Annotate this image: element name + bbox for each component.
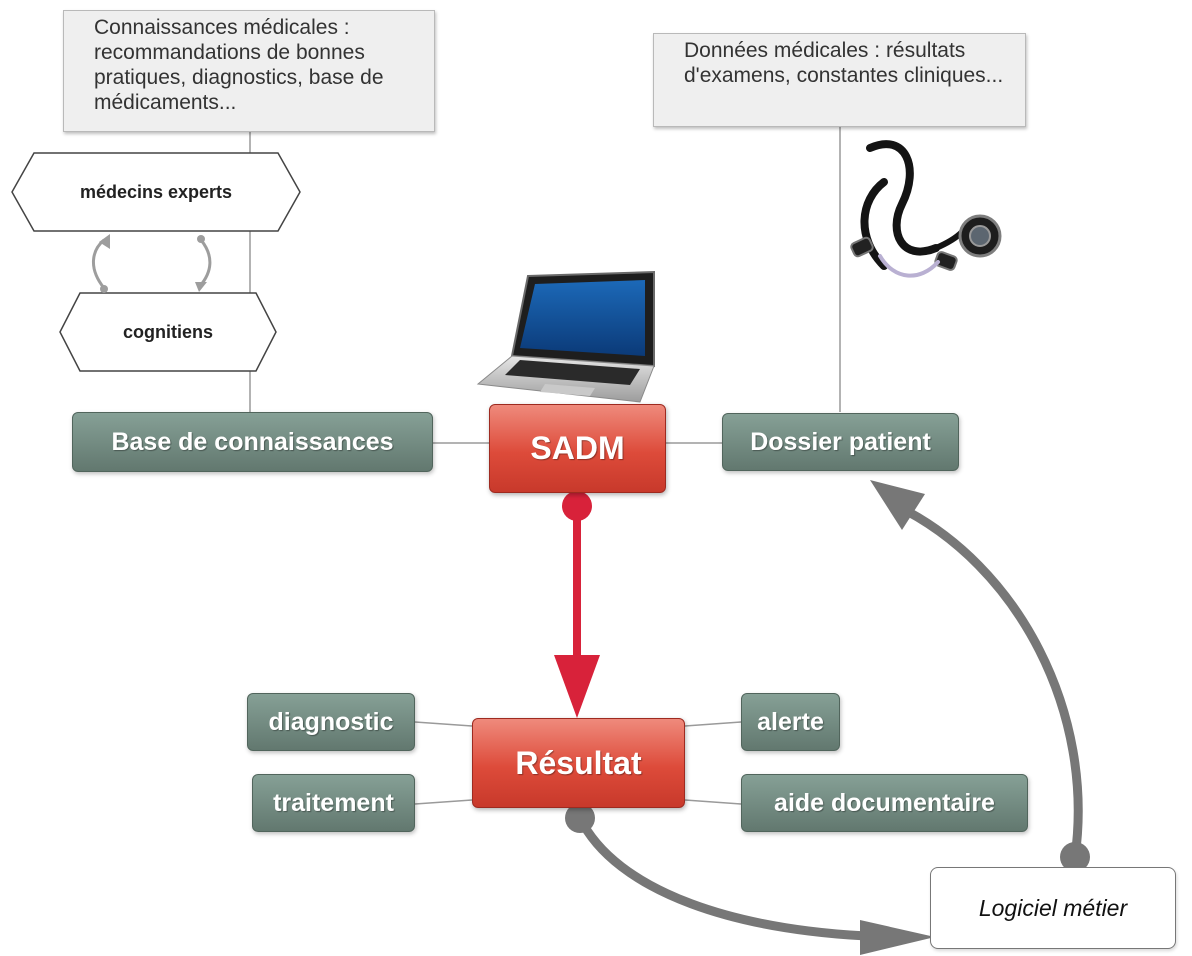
label-medecins-experts: médecins experts xyxy=(79,181,233,202)
label-cognitiens: cognitiens xyxy=(122,321,213,342)
node-logiciel-metier[interactable]: Logiciel métier xyxy=(930,867,1176,949)
hexagon-medecins-experts xyxy=(11,152,301,232)
stethoscope-image xyxy=(850,140,1002,278)
red-arrow xyxy=(554,491,600,718)
node-resultat[interactable]: Résultat xyxy=(472,718,685,808)
node-traitement[interactable]: traitement xyxy=(252,774,415,832)
node-sadm[interactable]: SADM xyxy=(489,404,666,493)
laptop-image xyxy=(476,270,655,403)
node-diagnostic[interactable]: diagnostic xyxy=(247,693,415,751)
arrowhead-up xyxy=(99,234,110,249)
dot-top-right xyxy=(197,235,205,243)
note-donnees-medicales: Données médicales : résultats d'examens,… xyxy=(653,33,1026,127)
note-text: Données médicales : résultats d'examens,… xyxy=(684,39,1004,87)
dot-bottom-left xyxy=(100,285,108,293)
node-alerte[interactable]: alerte xyxy=(741,693,840,751)
note-text: Connaissances médicales : recommandation… xyxy=(94,16,384,114)
exchange-arrows xyxy=(92,238,212,289)
grey-arrow-to-dossier xyxy=(870,480,1090,872)
node-base-de-connaissances[interactable]: Base de connaissances xyxy=(72,412,433,472)
node-dossier-patient[interactable]: Dossier patient xyxy=(722,413,959,471)
node-aide-documentaire[interactable]: aide documentaire xyxy=(741,774,1028,832)
hexagon-cognitiens xyxy=(59,292,277,372)
arrowhead-down xyxy=(195,282,207,292)
grey-arrow-to-logiciel xyxy=(565,803,935,955)
note-connaissances-medicales: Connaissances médicales : recommandation… xyxy=(63,10,435,132)
